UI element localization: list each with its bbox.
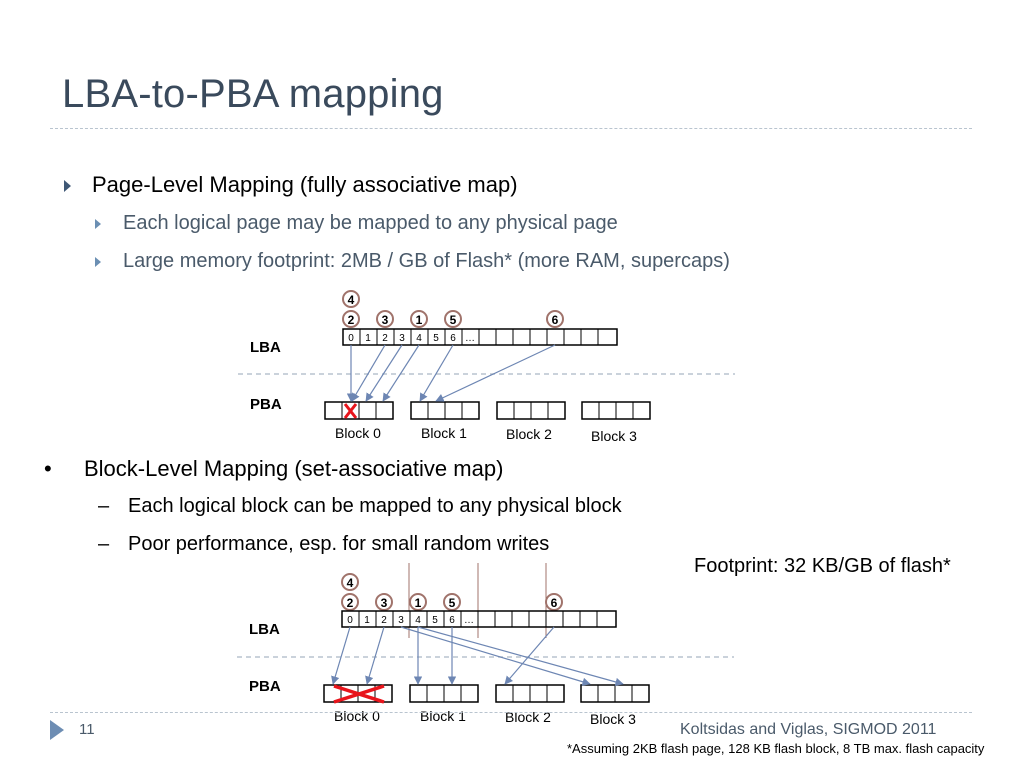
bullet-block-sub2: Poor performance, esp. for small random …: [128, 533, 550, 555]
circle-marker: 2: [342, 310, 360, 328]
svg-text:0: 0: [347, 615, 353, 626]
svg-text:…: …: [465, 333, 475, 344]
sub-bullet-triangle-icon: [95, 257, 101, 267]
lba-label: LBA: [249, 621, 280, 638]
svg-text:4: 4: [415, 615, 421, 626]
svg-text:0: 0: [348, 333, 354, 344]
svg-text:3: 3: [399, 333, 405, 344]
bullet-page-sub1: Each logical page may be mapped to any p…: [123, 212, 618, 234]
svg-text:1: 1: [415, 596, 422, 610]
slide-title: LBA-to-PBA mapping: [62, 72, 444, 116]
block-label: Block 1: [421, 425, 467, 441]
svg-text:2: 2: [348, 313, 355, 327]
svg-text:4: 4: [347, 576, 354, 590]
circle-marker: 5: [444, 310, 462, 328]
pba-block-2: [496, 401, 566, 420]
block-label: Block 0: [334, 708, 380, 724]
pba-label: PBA: [249, 678, 281, 695]
mapping-arrows: [331, 626, 624, 687]
bullet-page-level: Page-Level Mapping (fully associative ma…: [92, 172, 518, 197]
circle-marker: 3: [375, 593, 393, 611]
svg-text:5: 5: [449, 596, 456, 610]
footnote: *Assuming 2KB flash page, 128 KB flash b…: [567, 741, 985, 756]
svg-text:…: …: [464, 615, 474, 626]
bullet-block-sub1: Each logical block can be mapped to any …: [128, 495, 622, 517]
svg-text:3: 3: [382, 313, 389, 327]
bullet-triangle-icon: [64, 180, 71, 192]
svg-text:1: 1: [364, 615, 370, 626]
svg-text:4: 4: [416, 333, 422, 344]
svg-text:3: 3: [381, 596, 388, 610]
circle-marker: 6: [545, 593, 563, 611]
invalid-page-cross-icon: [343, 403, 358, 419]
block-label: Block 2: [506, 426, 552, 442]
sub-bullet-triangle-icon: [95, 219, 101, 229]
pba-block-3: [580, 684, 650, 703]
block-label: Block 0: [335, 425, 381, 441]
pba-block-1: [409, 684, 479, 703]
circle-marker: 1: [410, 310, 428, 328]
circle-marker: 3: [376, 310, 394, 328]
lba-strip: 0 1 2 3 4 5 6 …: [341, 610, 617, 628]
svg-text:3: 3: [398, 615, 404, 626]
circle-marker: 4: [341, 573, 359, 591]
mapping-arrows: [346, 344, 556, 402]
bullet-dot: •: [44, 456, 52, 481]
svg-text:1: 1: [365, 333, 371, 344]
svg-text:2: 2: [382, 333, 388, 344]
pba-label: PBA: [250, 396, 282, 413]
svg-text:5: 5: [433, 333, 439, 344]
svg-text:2: 2: [381, 615, 387, 626]
circle-marker: 1: [409, 593, 427, 611]
slide-marker-icon: [50, 720, 64, 740]
svg-text:6: 6: [551, 596, 558, 610]
svg-text:4: 4: [348, 293, 355, 307]
block-label: Block 3: [590, 711, 636, 727]
circle-marker: 4: [342, 290, 360, 308]
bullet-dash: –: [98, 533, 110, 555]
block-label: Block 3: [591, 428, 637, 444]
page-number: 11: [79, 721, 95, 738]
lba-label: LBA: [250, 339, 281, 356]
block-label: Block 1: [420, 708, 466, 724]
circle-marker: 5: [443, 593, 461, 611]
svg-text:6: 6: [450, 333, 456, 344]
circle-marker: 6: [546, 310, 564, 328]
bullet-block-level: Block-Level Mapping (set-associative map…: [84, 456, 504, 481]
block-label: Block 2: [505, 709, 551, 725]
footprint-note: Footprint: 32 KB/GB of flash*: [694, 555, 951, 577]
pba-block-3: [581, 401, 651, 420]
pba-block-1: [410, 401, 480, 420]
citation: Koltsidas and Viglas, SIGMOD 2011: [680, 721, 937, 738]
svg-text:6: 6: [552, 313, 559, 327]
svg-text:6: 6: [449, 615, 455, 626]
invalid-block-cross-icon: [333, 684, 385, 704]
svg-text:2: 2: [347, 596, 354, 610]
bullet-page-sub2: Large memory footprint: 2MB / GB of Flas…: [123, 250, 730, 272]
bullet-dash: –: [98, 495, 110, 517]
circle-marker: 2: [341, 593, 359, 611]
title-divider: [50, 128, 972, 129]
svg-text:5: 5: [450, 313, 457, 327]
lba-strip: 0 1 2 3 4 5 6 …: [342, 328, 618, 346]
svg-text:5: 5: [432, 615, 438, 626]
footer-divider: [50, 712, 972, 713]
pba-block-0: [324, 401, 394, 420]
pba-block-2: [495, 684, 565, 703]
svg-text:1: 1: [416, 313, 423, 327]
